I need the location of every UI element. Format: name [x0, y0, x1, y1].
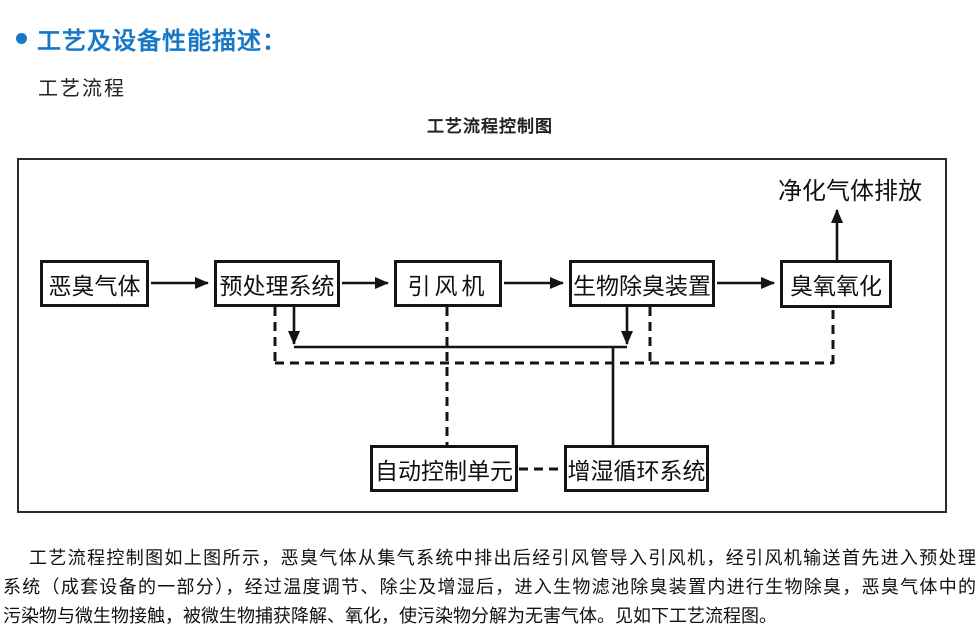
figure-caption: 工艺流程控制图 — [427, 117, 553, 136]
node-ozone-oxidation: 臭氧氧化 — [780, 260, 892, 308]
body-paragraph: 工艺流程控制图如上图所示，恶臭气体从集气系统中排出后经引风管导入引风机，经引风机… — [3, 544, 976, 631]
node-auto-control: 自动控制单元 — [370, 445, 518, 492]
node-humidification: 增湿循环系统 — [564, 445, 709, 492]
node-bio-deodorizer: 生物除臭装置 — [569, 260, 715, 307]
node-pretreatment: 预处理系统 — [214, 260, 340, 307]
outlet-label: 净化气体排放 — [778, 179, 922, 205]
diagram-connectors — [151, 209, 843, 471]
flow-diagram: 净化气体排放 — [17, 158, 947, 513]
node-odor-gas: 恶臭气体 — [40, 260, 149, 307]
bullet-icon — [16, 33, 27, 44]
node-draft-fan: 引风机 — [394, 260, 502, 307]
body-line: 系统（成套设备的一部分），经过温度调节、除尘及增湿后，进入生物滤池除臭装置内进行… — [3, 577, 976, 597]
body-line: 工艺流程控制图如上图所示，恶臭气体从集气系统中排出后经引风管导入引风机，经引风机… — [29, 548, 976, 568]
sub-heading: 工艺流程 — [38, 78, 126, 100]
section-heading-text: 工艺及设备性能描述： — [37, 28, 287, 55]
section-heading: 工艺及设备性能描述： — [16, 21, 287, 56]
body-line: 污染物与微生物接触，被微生物捕获降解、氧化，使污染物分解为无害气体。见如下工艺流… — [3, 606, 777, 626]
